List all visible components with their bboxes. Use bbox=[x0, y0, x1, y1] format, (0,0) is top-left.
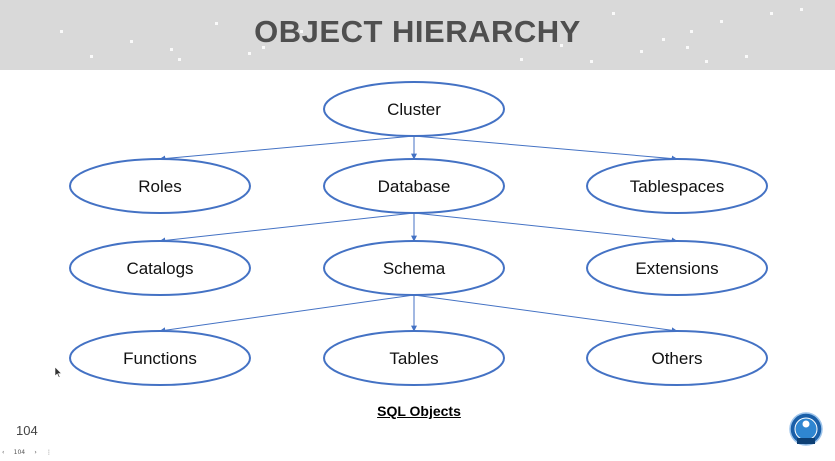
node-catalogs: Catalogs bbox=[69, 240, 251, 296]
header-speckle bbox=[662, 38, 665, 41]
node-label: Catalogs bbox=[126, 259, 193, 278]
diagram-caption: SQL Objects bbox=[377, 403, 461, 419]
node-ellipse bbox=[323, 81, 505, 137]
node-ellipse bbox=[323, 158, 505, 214]
header-speckle bbox=[640, 50, 643, 53]
header-speckle bbox=[590, 60, 593, 63]
node-others: Others bbox=[586, 330, 768, 386]
node-cluster: Cluster bbox=[323, 81, 505, 137]
header-speckle bbox=[745, 55, 748, 58]
node-label: Tables bbox=[389, 349, 438, 368]
edge-cluster-tablespaces bbox=[413, 135, 678, 162]
nav-page-indicator: 104 bbox=[13, 448, 26, 456]
slide-navigator: ‹ 104 › ⋮ bbox=[2, 446, 52, 458]
node-ellipse bbox=[323, 240, 505, 296]
node-label: Schema bbox=[383, 259, 446, 278]
node-ellipse bbox=[69, 330, 251, 386]
slide-page-number: 104 bbox=[16, 423, 38, 438]
header-speckle bbox=[612, 12, 615, 15]
slide-title: OBJECT HIERARCHY bbox=[254, 14, 581, 49]
header-speckle bbox=[800, 8, 803, 11]
header-speckle bbox=[686, 46, 689, 49]
header-speckle bbox=[560, 44, 563, 47]
edge-cluster-roles bbox=[159, 135, 415, 162]
prev-slide-button[interactable]: ‹ bbox=[2, 448, 5, 456]
node-label: Functions bbox=[123, 349, 197, 368]
header-speckle bbox=[215, 22, 218, 25]
iso-badge-icon bbox=[789, 412, 823, 446]
node-ellipse bbox=[69, 158, 251, 214]
header-speckle bbox=[130, 40, 133, 43]
node-database: Database bbox=[323, 158, 505, 214]
node-label: Cluster bbox=[387, 100, 441, 119]
node-label: Others bbox=[651, 349, 702, 368]
header-speckle bbox=[262, 46, 265, 49]
header-speckle bbox=[170, 48, 173, 51]
node-extensions: Extensions bbox=[586, 240, 768, 296]
header-speckle bbox=[720, 20, 723, 23]
header-speckle bbox=[520, 58, 523, 61]
next-slide-button[interactable]: › bbox=[34, 448, 37, 456]
header-speckle bbox=[60, 30, 63, 33]
node-label: Database bbox=[378, 177, 451, 196]
node-ellipse bbox=[323, 330, 505, 386]
node-functions: Functions bbox=[69, 330, 251, 386]
header-speckle bbox=[690, 30, 693, 33]
header-speckle bbox=[90, 55, 93, 58]
header-speckle bbox=[770, 12, 773, 15]
edge-schema-functions bbox=[159, 294, 415, 334]
node-tables: Tables bbox=[323, 330, 505, 386]
edge-schema-others bbox=[413, 294, 678, 334]
node-label: Tablespaces bbox=[630, 177, 725, 196]
node-tablespaces: Tablespaces bbox=[586, 158, 768, 214]
edge-database-extensions bbox=[413, 212, 678, 244]
node-label: Roles bbox=[138, 177, 181, 196]
header-speckle bbox=[705, 60, 708, 63]
node-ellipse bbox=[586, 240, 768, 296]
header-speckle bbox=[248, 52, 251, 55]
slide-header bbox=[0, 0, 835, 70]
header-speckle bbox=[300, 30, 303, 33]
header-speckle bbox=[178, 58, 181, 61]
node-label: Extensions bbox=[635, 259, 718, 278]
mouse-pointer-icon bbox=[55, 367, 63, 378]
node-schema: Schema bbox=[323, 240, 505, 296]
edge-database-catalogs bbox=[159, 212, 415, 244]
node-ellipse bbox=[586, 330, 768, 386]
node-roles: Roles bbox=[69, 158, 251, 214]
node-ellipse bbox=[586, 158, 768, 214]
node-ellipse bbox=[69, 240, 251, 296]
more-options-icon[interactable]: ⋮ bbox=[45, 448, 52, 456]
